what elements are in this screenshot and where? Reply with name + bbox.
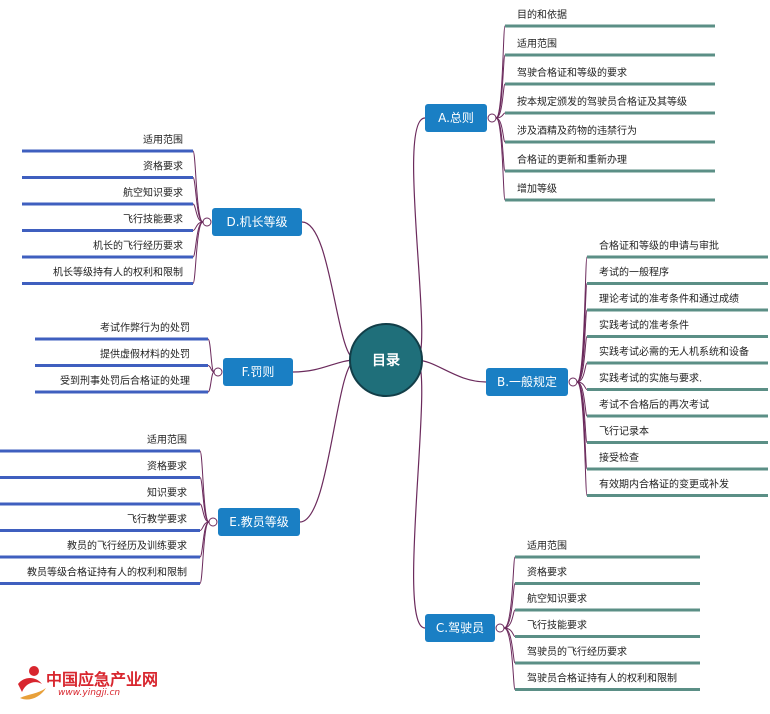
collapse-toggle-a[interactable] <box>487 113 497 123</box>
leaf-connector <box>192 203 204 223</box>
leaf-node-b-7[interactable]: 考试不合格后的再次考试 <box>599 398 709 411</box>
leaf-node-c-2[interactable]: 资格要求 <box>527 566 567 579</box>
leaf-node-f-1[interactable]: 考试作弊行为的处罚 <box>100 321 190 334</box>
leaf-connector <box>495 54 506 119</box>
branch-node-e[interactable]: E.教员等级 <box>218 508 300 536</box>
leaf-connector <box>192 221 204 284</box>
collapse-toggle-d[interactable] <box>202 217 212 227</box>
leaf-connector <box>503 627 516 664</box>
leaf-connector <box>576 336 588 383</box>
leaf-connector <box>576 381 588 496</box>
leaf-connector <box>495 112 506 119</box>
watermark-title: 中国应急产业网 <box>46 670 159 689</box>
leaf-connector <box>503 609 516 629</box>
leaf-connector <box>495 83 506 119</box>
branch-node-c[interactable]: C.驾驶员 <box>425 614 495 642</box>
leaf-node-d-6[interactable]: 机长等级持有人的权利和限制 <box>53 266 183 279</box>
leaf-node-e-6[interactable]: 教员等级合格证持有人的权利和限制 <box>27 566 187 579</box>
collapse-toggle-e[interactable] <box>208 517 218 527</box>
leaf-node-a-1[interactable]: 目的和依据 <box>517 8 567 21</box>
leaf-node-c-6[interactable]: 驾驶员合格证持有人的权利和限制 <box>527 672 677 685</box>
leaf-connector <box>199 521 210 584</box>
leaf-connector <box>495 117 506 201</box>
leaf-node-c-1[interactable]: 适用范围 <box>527 539 567 552</box>
branch-node-d[interactable]: D.机长等级 <box>212 208 302 236</box>
leaf-connector <box>576 362 588 383</box>
watermark-icon <box>18 666 46 700</box>
leaf-connector <box>192 177 204 223</box>
leaf-node-b-8[interactable]: 飞行记录本 <box>599 425 649 438</box>
leaf-node-e-1[interactable]: 适用范围 <box>147 433 187 446</box>
leaf-node-b-2[interactable]: 考试的一般程序 <box>599 266 669 279</box>
leaf-node-a-5[interactable]: 涉及酒精及药物的违禁行为 <box>517 124 637 137</box>
leaf-node-a-3[interactable]: 驾驶合格证和等级的要求 <box>517 66 627 79</box>
leaf-node-e-3[interactable]: 知识要求 <box>147 486 187 499</box>
leaf-node-a-4[interactable]: 按本规定颁发的驾驶员合格证及其等级 <box>517 95 687 108</box>
branch-node-f[interactable]: F.罚则 <box>223 358 293 386</box>
leaf-node-e-4[interactable]: 飞行教学要求 <box>127 513 187 526</box>
leaf-connector <box>495 117 506 172</box>
leaf-node-c-3[interactable]: 航空知识要求 <box>527 592 587 605</box>
root-to-branch-connector-d <box>301 221 357 361</box>
collapse-toggle-f[interactable] <box>213 367 223 377</box>
leaf-nodes: 目的和依据适用范围驾驶合格证和等级的要求按本规定颁发的驾驶员合格证及其等级涉及酒… <box>0 8 768 691</box>
leaf-node-b-9[interactable]: 接受检查 <box>599 451 639 464</box>
collapse-toggle-c[interactable] <box>495 623 505 633</box>
leaf-node-d-4[interactable]: 飞行技能要求 <box>123 213 183 226</box>
leaf-node-d-3[interactable]: 航空知识要求 <box>123 186 183 199</box>
leaf-connector <box>207 338 215 373</box>
leaf-node-d-2[interactable]: 资格要求 <box>143 160 183 173</box>
leaf-connector <box>207 371 215 393</box>
leaf-node-a-6[interactable]: 合格证的更新和重新办理 <box>517 153 627 166</box>
leaf-node-d-1[interactable]: 适用范围 <box>143 133 183 146</box>
branch-label-e: E.教员等级 <box>229 514 288 529</box>
leaf-node-b-10[interactable]: 有效期内合格证的变更或补发 <box>599 478 729 491</box>
branch-label-f: F.罚则 <box>242 365 275 379</box>
branch-label-a: A.总则 <box>438 111 474 125</box>
leaf-node-f-3[interactable]: 受到刑事处罚后合格证的处理 <box>60 374 190 387</box>
root-node[interactable]: 目录 <box>349 323 423 397</box>
branch-label-b: B.一般规定 <box>497 374 557 389</box>
leaf-connector <box>503 583 516 629</box>
leaf-node-d-5[interactable]: 机长的飞行经历要求 <box>93 239 183 252</box>
root-to-branch-connector-f <box>292 359 357 373</box>
branch-node-b[interactable]: B.一般规定 <box>486 368 568 396</box>
root-label: 目录 <box>372 353 400 369</box>
leaf-node-a-7[interactable]: 增加等级 <box>517 182 557 195</box>
leaf-node-a-2[interactable]: 适用范围 <box>517 37 557 50</box>
leaf-connector <box>576 381 588 443</box>
branch-label-c: C.驾驶员 <box>436 620 484 635</box>
root-to-branch-connector-a <box>413 117 426 361</box>
leaf-connector <box>199 477 210 523</box>
leaf-node-e-5[interactable]: 教员的飞行经历及训练要求 <box>67 539 187 552</box>
leaf-node-c-5[interactable]: 驾驶员的飞行经历要求 <box>527 645 627 658</box>
leaf-node-b-4[interactable]: 实践考试的准考条件 <box>599 319 689 332</box>
root-to-branch-connector-c <box>413 359 426 629</box>
leaf-connector <box>199 503 210 523</box>
leaf-node-b-5[interactable]: 实践考试必需的无人机系统和设备 <box>599 345 749 358</box>
watermark-url: www.yingji.cn <box>58 688 121 698</box>
leaf-node-b-1[interactable]: 合格证和等级的申请与审批 <box>599 239 719 252</box>
branch-node-a[interactable]: A.总则 <box>425 104 487 132</box>
branch-nodes: A.总则 B.一般规定 C.驾驶员 D.机长等级 E.教员等级 F.罚则 <box>212 104 568 642</box>
leaf-connector <box>503 627 516 690</box>
leaf-node-f-2[interactable]: 提供虚假材料的处罚 <box>100 348 190 361</box>
leaf-node-b-3[interactable]: 理论考试的准考条件和通过成绩 <box>599 292 739 305</box>
leaf-connector <box>207 365 215 373</box>
root-to-branch-connector-e <box>299 359 357 523</box>
branch-label-d: D.机长等级 <box>226 215 287 229</box>
collapse-toggle-b[interactable] <box>568 377 578 387</box>
leaf-node-b-6[interactable]: 实践考试的实施与要求. <box>599 372 702 385</box>
root-to-branch-connector-b <box>415 359 487 383</box>
leaf-node-e-2[interactable]: 资格要求 <box>147 460 187 473</box>
leaf-node-c-4[interactable]: 飞行技能要求 <box>527 619 587 632</box>
